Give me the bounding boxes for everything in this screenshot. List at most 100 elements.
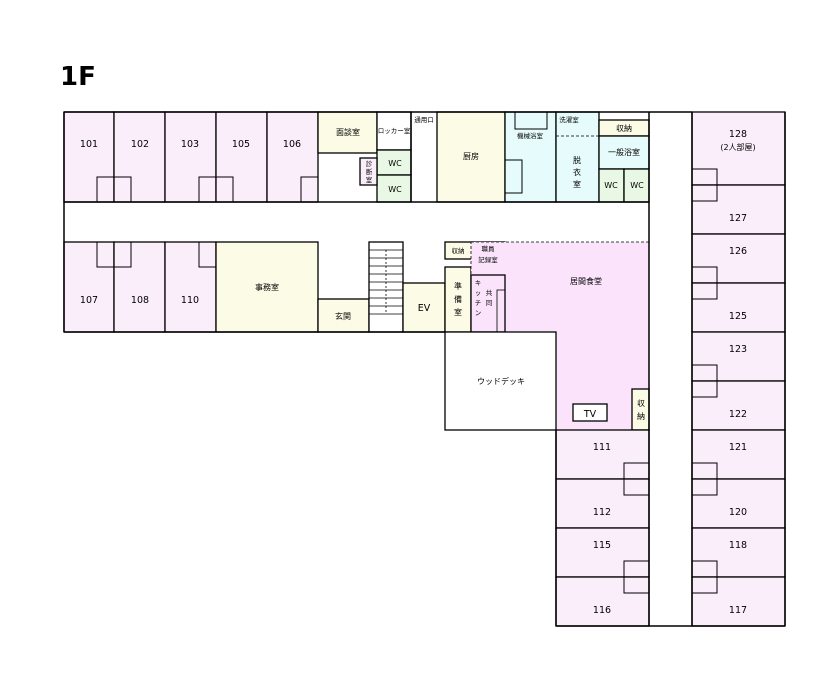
room-106[interactable] bbox=[266, 111, 319, 203]
room-117[interactable] bbox=[691, 576, 786, 627]
machine-bath-label: 機械浴室 bbox=[517, 131, 544, 140]
stair-treads bbox=[369, 249, 403, 315]
small-room-label-1: 診 bbox=[366, 159, 373, 168]
interview-room[interactable] bbox=[317, 111, 378, 154]
room-107[interactable] bbox=[63, 241, 115, 333]
laundry-dressing[interactable] bbox=[555, 111, 600, 203]
office-label: 事務室 bbox=[255, 282, 279, 292]
dressing-label-3: 室 bbox=[573, 179, 581, 189]
room-105[interactable] bbox=[215, 111, 268, 203]
shared-label-1: 共 bbox=[486, 288, 493, 297]
room-101[interactable] bbox=[63, 111, 115, 203]
room-118-label: 118 bbox=[729, 540, 747, 551]
general-bath[interactable] bbox=[598, 135, 650, 170]
interview-label: 面談室 bbox=[336, 127, 360, 137]
shared-kitchen-label-4: ン bbox=[475, 309, 482, 317]
room-116-label: 116 bbox=[593, 605, 611, 616]
wc-1-label: WC bbox=[388, 159, 402, 168]
room-fixtures bbox=[96, 168, 718, 594]
room-111-label: 111 bbox=[593, 442, 611, 453]
room-111[interactable] bbox=[555, 429, 650, 480]
wc-4-label: WC bbox=[630, 181, 644, 190]
room-121-label: 121 bbox=[729, 442, 747, 453]
room-121[interactable] bbox=[691, 429, 786, 480]
ev-label: EV bbox=[418, 303, 431, 314]
prep-room[interactable] bbox=[444, 266, 472, 333]
shared-kitchen-label-3: チ bbox=[475, 299, 482, 307]
room-112[interactable] bbox=[555, 478, 650, 529]
room-110[interactable] bbox=[164, 241, 217, 333]
small-room[interactable] bbox=[359, 157, 378, 186]
small-room-label-2: 断 bbox=[366, 167, 373, 176]
shared-kitchen-label-1: キ bbox=[475, 279, 482, 287]
prep-label-3: 室 bbox=[454, 307, 462, 317]
kitchen[interactable] bbox=[436, 111, 506, 203]
shared-kitchen[interactable] bbox=[470, 274, 506, 333]
room-122[interactable] bbox=[691, 380, 786, 431]
room-123-label: 123 bbox=[729, 344, 747, 355]
elevator[interactable] bbox=[402, 282, 446, 333]
wc-4[interactable] bbox=[623, 168, 650, 203]
room-115-label: 115 bbox=[593, 540, 611, 551]
room-125-label: 125 bbox=[729, 311, 747, 322]
room-115[interactable] bbox=[555, 527, 650, 578]
prep-label-2: 備 bbox=[454, 294, 462, 304]
wc-2-label: WC bbox=[388, 185, 402, 194]
staff-record-label-1: 職員 bbox=[482, 244, 496, 253]
tv-box[interactable] bbox=[572, 403, 608, 422]
small-room-label-3: 室 bbox=[366, 175, 373, 184]
room-128-note: (2人部屋) bbox=[720, 142, 755, 152]
room-126-label: 126 bbox=[729, 246, 747, 257]
locker-label: ロッカー室 bbox=[378, 126, 411, 135]
general-bath-label: 一般浴室 bbox=[608, 147, 640, 157]
staff-record-label-2: 記録室 bbox=[478, 255, 498, 264]
room-103[interactable] bbox=[164, 111, 217, 203]
room-108-label: 108 bbox=[131, 295, 149, 306]
room-107-label: 107 bbox=[80, 295, 98, 306]
room-120-label: 120 bbox=[729, 507, 747, 518]
dressing-label-1: 脱 bbox=[573, 155, 581, 165]
shared-label-2: 同 bbox=[486, 299, 493, 307]
storage-v-label-1: 収 bbox=[637, 398, 645, 408]
room-117-label: 117 bbox=[729, 605, 747, 616]
room-103-label: 103 bbox=[181, 139, 199, 150]
machine-bath[interactable] bbox=[504, 111, 557, 203]
room-120[interactable] bbox=[691, 478, 786, 529]
room-116[interactable] bbox=[555, 576, 650, 627]
floor-title: 1F bbox=[60, 62, 96, 92]
entrance[interactable] bbox=[317, 298, 370, 333]
storage-v-label-2: 納 bbox=[637, 411, 645, 421]
room-110-label: 110 bbox=[181, 295, 199, 306]
room-122-label: 122 bbox=[729, 409, 747, 420]
wood-deck-label: ウッドデッキ bbox=[477, 376, 525, 386]
room-123[interactable] bbox=[691, 331, 786, 382]
room-101-label: 101 bbox=[80, 139, 98, 150]
room-127-label: 127 bbox=[729, 213, 747, 224]
prep-label-1: 準 bbox=[454, 281, 462, 291]
room-126[interactable] bbox=[691, 233, 786, 284]
room-105-label: 105 bbox=[232, 139, 250, 150]
storage-vertical[interactable] bbox=[631, 388, 650, 431]
wc-3-label: WC bbox=[604, 181, 618, 190]
room-125[interactable] bbox=[691, 282, 786, 333]
room-127[interactable] bbox=[691, 184, 786, 235]
room-118[interactable] bbox=[691, 527, 786, 578]
living-dining-label: 居間食堂 bbox=[570, 276, 602, 286]
storage-top-label: 収納 bbox=[616, 123, 632, 133]
room-106-label: 106 bbox=[283, 139, 301, 150]
entrance-label: 玄関 bbox=[335, 311, 351, 321]
office[interactable] bbox=[215, 241, 319, 333]
room-128-label: 128 bbox=[729, 129, 747, 140]
storage-2-label: 収納 bbox=[452, 246, 465, 255]
kitchen-label: 厨房 bbox=[463, 151, 479, 161]
room-128[interactable] bbox=[691, 111, 786, 186]
passage-label: 通用口 bbox=[414, 115, 434, 124]
tv-label: TV bbox=[583, 409, 597, 420]
shared-kitchen-label-2: ッ bbox=[475, 289, 482, 297]
room-102[interactable] bbox=[113, 111, 166, 203]
room-112-label: 112 bbox=[593, 507, 611, 518]
laundry-label: 洗濯室 bbox=[559, 115, 579, 124]
room-102-label: 102 bbox=[131, 139, 149, 150]
room-108[interactable] bbox=[113, 241, 166, 333]
